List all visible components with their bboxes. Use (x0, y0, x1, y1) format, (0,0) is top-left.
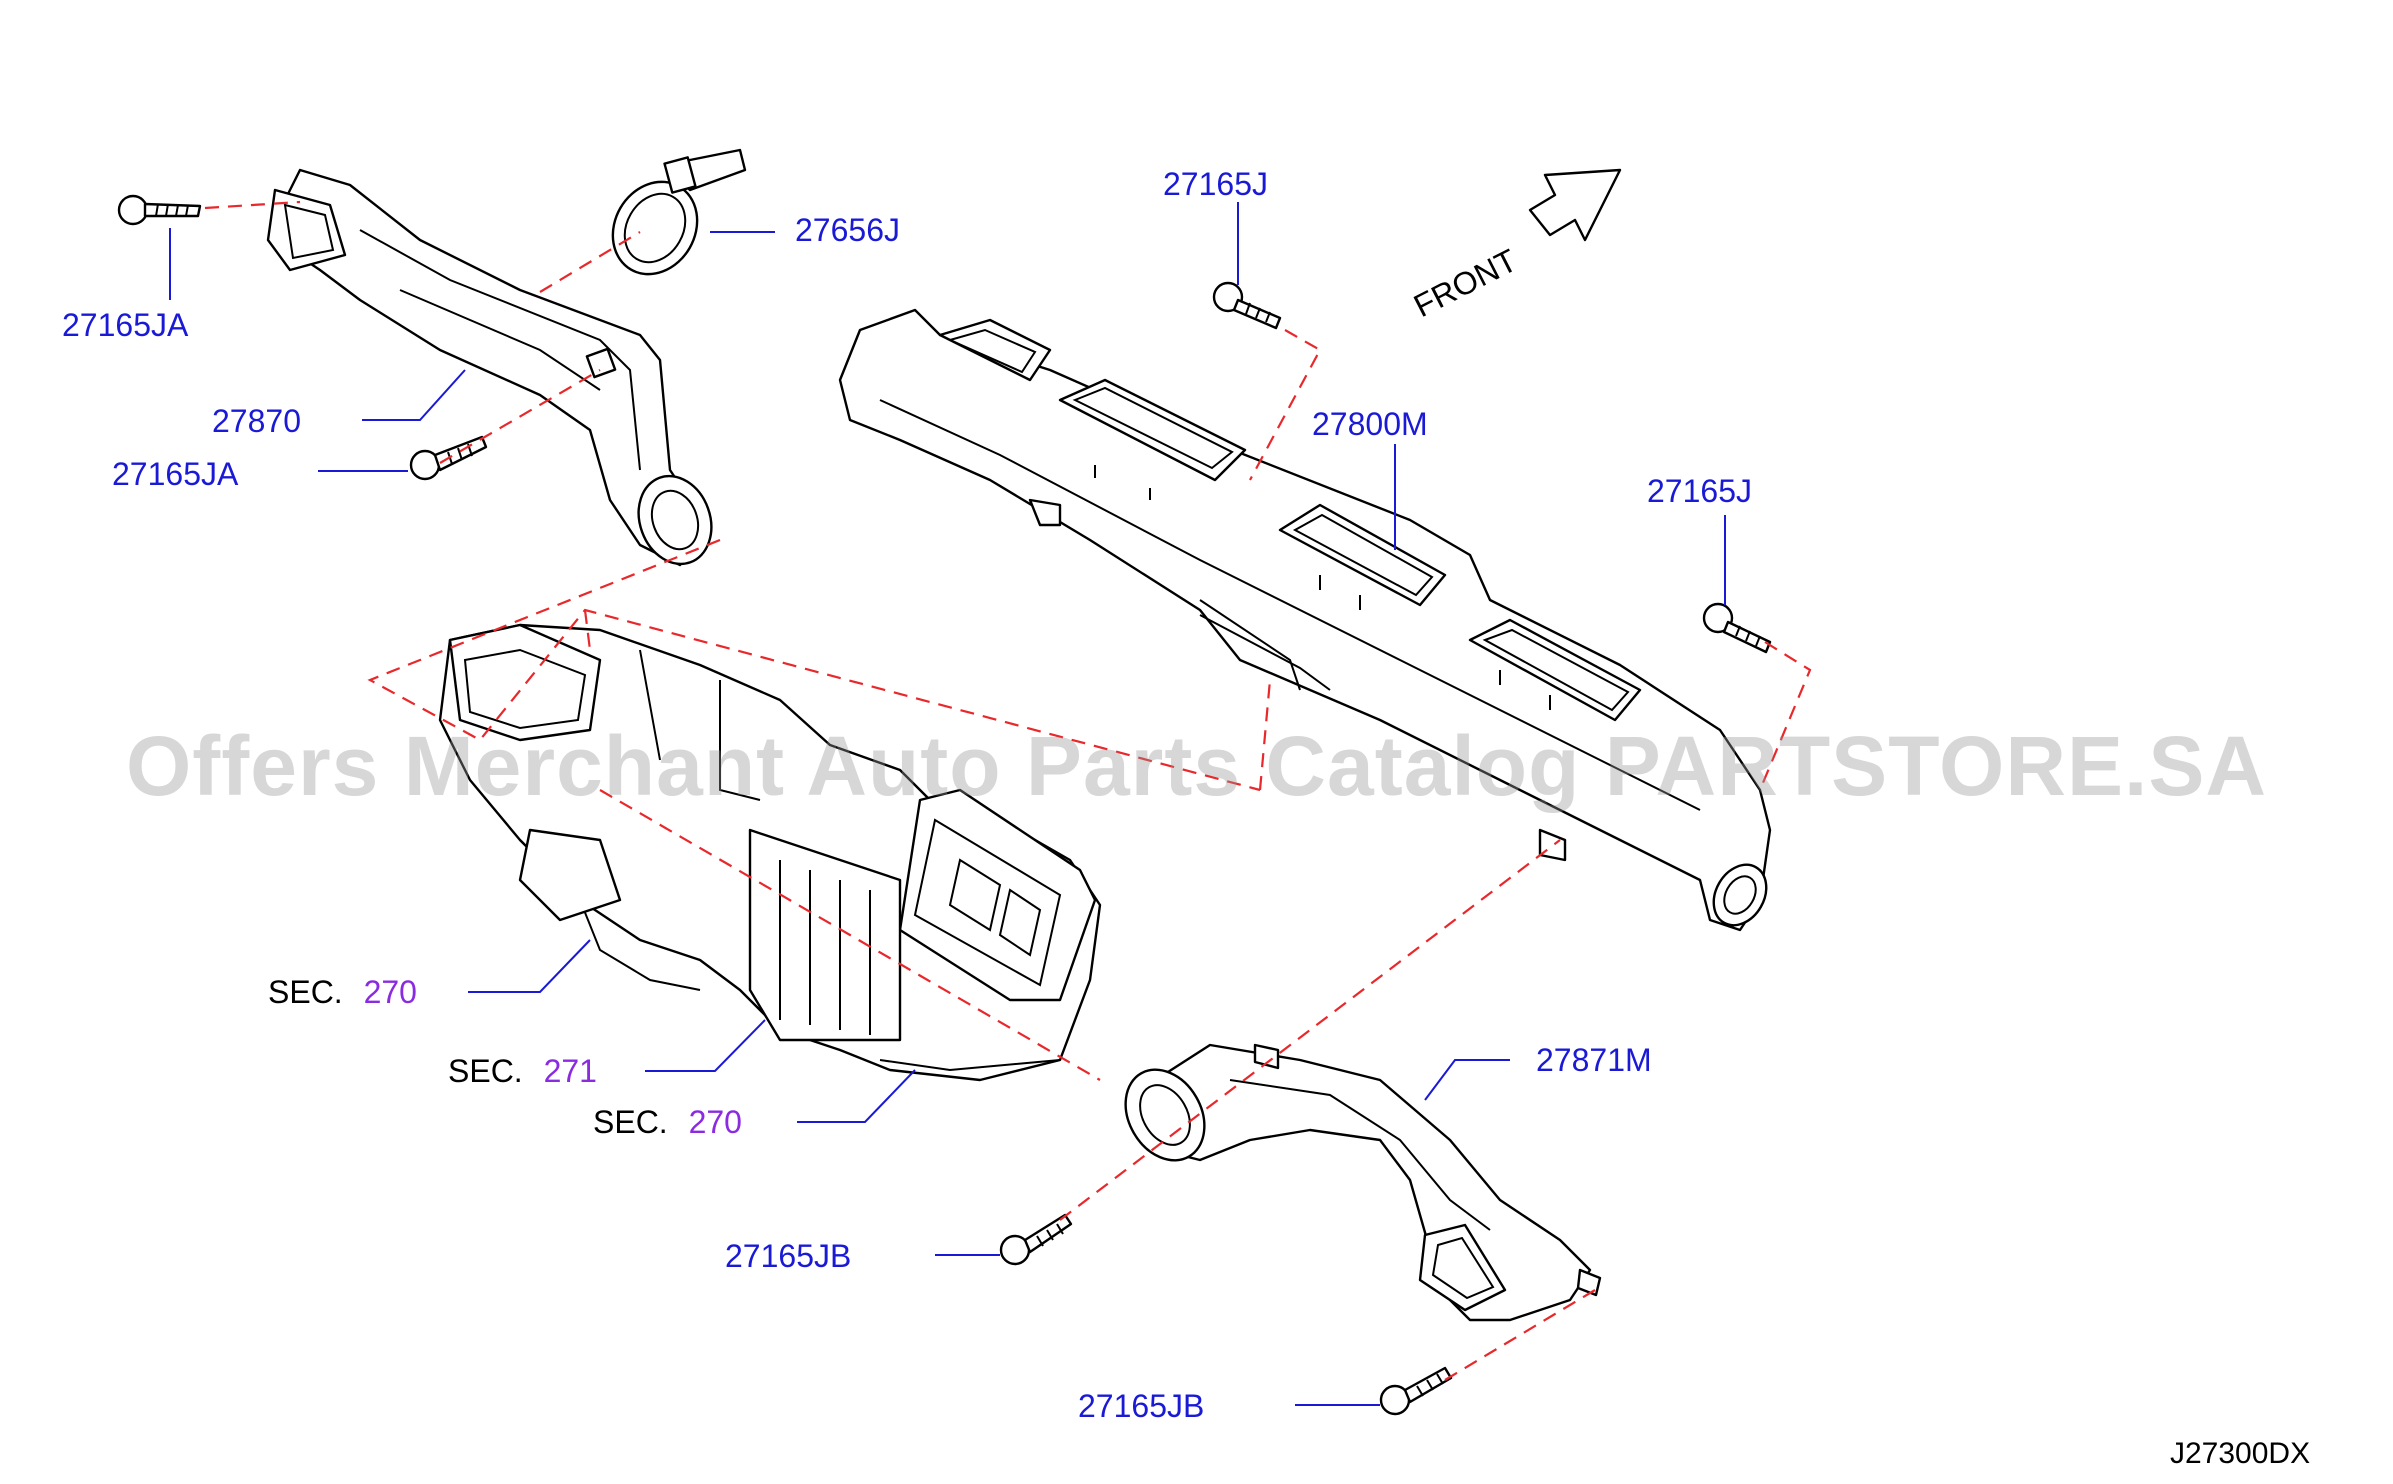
screw-27165JB-mid[interactable] (999, 1213, 1073, 1266)
part-label-27871M[interactable]: 27871M (1536, 1042, 1652, 1078)
section-prefix: SEC. (268, 974, 343, 1010)
reference-lines (204, 200, 1812, 1381)
section-ref-271[interactable]: SEC. 271 (448, 1055, 597, 1087)
section-ref-270-upper[interactable]: SEC. 270 (268, 976, 417, 1008)
section-number: 270 (363, 974, 417, 1010)
part-label-27165J-top[interactable]: 27165J (1163, 166, 1268, 202)
part-label-27165JB-mid[interactable]: 27165JB (725, 1238, 852, 1274)
part-label-27656J[interactable]: 27656J (795, 212, 900, 248)
watermark: Offers Merchant Auto Parts Catalog PARTS… (125, 719, 2268, 813)
duct-27800M[interactable] (838, 308, 1777, 935)
clamp-27656J[interactable] (596, 148, 747, 290)
section-ref-270-lower[interactable]: SEC. 270 (593, 1106, 742, 1138)
section-number: 270 (688, 1104, 742, 1140)
part-label-27800M[interactable]: 27800M (1312, 406, 1428, 442)
part-label-27165JA-mid[interactable]: 27165JA (112, 456, 239, 492)
section-prefix: SEC. (448, 1053, 523, 1089)
duct-27871M[interactable] (1110, 1043, 1602, 1322)
part-label-27165J-right[interactable]: 27165J (1647, 473, 1752, 509)
heater-blower-unit[interactable] (438, 623, 1102, 1082)
screw-27165JA-top[interactable] (117, 194, 202, 226)
duct-27870[interactable] (266, 168, 723, 574)
part-label-27165JA-top[interactable]: 27165JA (62, 307, 189, 343)
section-number: 271 (543, 1053, 597, 1089)
screw-27165J-top[interactable] (1212, 281, 1282, 330)
part-label-27870[interactable]: 27870 (212, 403, 301, 439)
screw-27165JB-bottom[interactable] (1379, 1366, 1453, 1416)
leader-lines (169, 202, 1726, 1406)
front-arrow-icon (1528, 168, 1622, 242)
screw-27165JA-mid[interactable] (409, 435, 488, 481)
diagram-code: J27300DX (2170, 1437, 2311, 1470)
screw-27165J-right[interactable] (1702, 602, 1772, 654)
part-label-27165JB-bottom[interactable]: 27165JB (1078, 1388, 1205, 1424)
section-prefix: SEC. (593, 1104, 668, 1140)
